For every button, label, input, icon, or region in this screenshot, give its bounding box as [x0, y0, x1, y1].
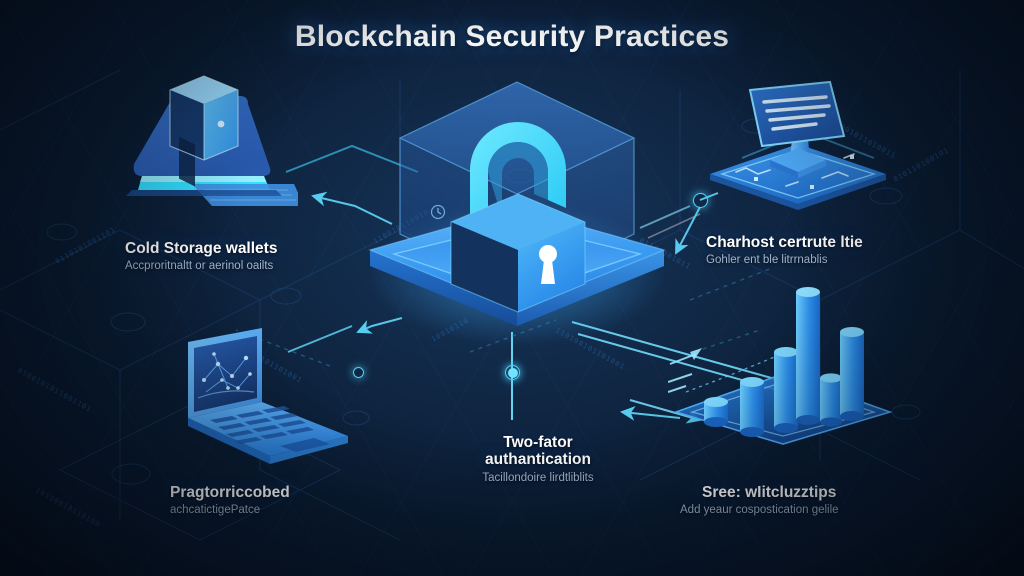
central-security-graphic: [367, 81, 667, 344]
label-subtitle: Tacillondoire lirdtliblits: [482, 471, 594, 484]
bar-chart-icon: [668, 287, 893, 445]
label-title-line1: Two-fator: [503, 434, 573, 451]
label-title: Cold Storage wallets: [125, 240, 278, 257]
label-subtitle: Add yeaur cospostication gelile: [680, 504, 839, 517]
chart-bars: [704, 287, 864, 437]
label-two-factor: Two-fator authantication Tacillondoire l…: [440, 434, 636, 485]
label-title: Sree: wIitcluzztips: [702, 484, 837, 501]
label-subtitle: achcatictigePatce: [170, 504, 261, 517]
label-analytics: Sree: wIitcluzztips Add yeaur cospostica…: [680, 484, 930, 518]
label-title-line2: authantication: [485, 451, 591, 469]
label-subtitle: Gohler ent ble litrrnablis: [706, 254, 828, 267]
label-title: Pragtorriccobed: [170, 484, 290, 501]
hardware-wallet-icon: [126, 75, 298, 206]
monitor-document-icon: [710, 80, 886, 210]
label-cold-storage: Cold Storage wallets Accproritnaltt or a…: [125, 240, 355, 274]
page-title: Blockchain Security Practices: [294, 20, 730, 53]
label-title: Charhost certrute ltie: [706, 234, 863, 251]
label-subtitle: Accproritnaltt or aerinol oailts: [125, 260, 274, 273]
connector-node-center-dot: [508, 368, 518, 378]
laptop-network-icon: [188, 328, 348, 464]
label-secure-practice: Pragtorriccobed achcatictigePatce: [170, 484, 400, 518]
label-smart-contract-audit: Charhost certrute ltie Gohler ent ble li…: [706, 234, 936, 268]
